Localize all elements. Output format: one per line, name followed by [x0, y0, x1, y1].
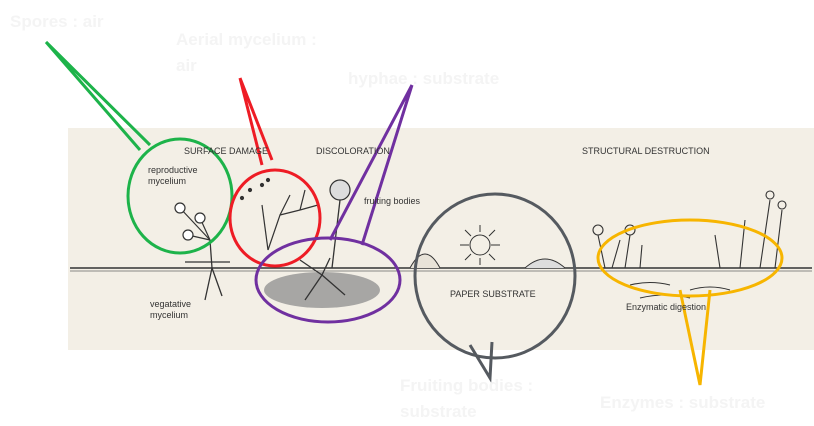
fruiting-line2: substrate — [400, 402, 477, 421]
structural-destruction-label: STRUCTURAL DESTRUCTION — [582, 146, 710, 156]
aerial-mycelium — [239, 177, 319, 251]
callout-yellow — [596, 218, 784, 386]
reproductive-mycelium — [174, 202, 211, 241]
fruiting-bodies-callout-label: Fruiting bodies : substrate — [400, 373, 533, 425]
fruiting-bodies-label: fruiting bodies — [364, 196, 421, 206]
reproductive-line1: reproductive — [148, 165, 198, 175]
diagram-panel — [68, 128, 814, 350]
vegatative-mycelium-label: vegatative mycelium — [150, 299, 191, 321]
surface-damage-label: SURFACE DAMAGE — [184, 146, 269, 156]
reproductive-line2: mycelium — [148, 176, 187, 186]
callout-purple — [254, 84, 414, 324]
aerial-line1: Aerial mycelium : — [176, 30, 317, 49]
spores-callout-label: Spores : air — [10, 12, 104, 31]
aerial-line2: air — [176, 56, 197, 75]
fruiting-line1: Fruiting bodies : — [400, 376, 534, 395]
enzymatic-digestion-label: Enzymatic digestion — [626, 302, 707, 312]
enzymes-callout-label: Enzymes : substrate — [600, 393, 766, 412]
callout-gray — [413, 192, 577, 383]
vegatative-line2: mycelium — [150, 310, 189, 320]
fruiting-body-sunburst — [409, 225, 566, 269]
paper-substrate-line — [70, 267, 812, 272]
paper-substrate-label: PAPER SUBSTRATE — [450, 289, 536, 299]
hyphae-callout-label: hyphae : substrate — [348, 69, 500, 88]
fruiting-body-stalk — [329, 179, 351, 269]
vegetative-mycelium — [185, 239, 346, 301]
aerial-mycelium-callout-label: Aerial mycelium : air — [176, 27, 317, 79]
discoloration-stain — [264, 272, 380, 308]
reproductive-mycelium-label: reproductive mycelium — [148, 165, 198, 187]
vegatative-line1: vegatative — [150, 299, 192, 309]
callout-green — [44, 40, 234, 255]
structural-destruction-growth — [592, 190, 787, 299]
callout-red — [228, 77, 322, 268]
discoloration-label: DISCOLORATION — [316, 146, 390, 156]
